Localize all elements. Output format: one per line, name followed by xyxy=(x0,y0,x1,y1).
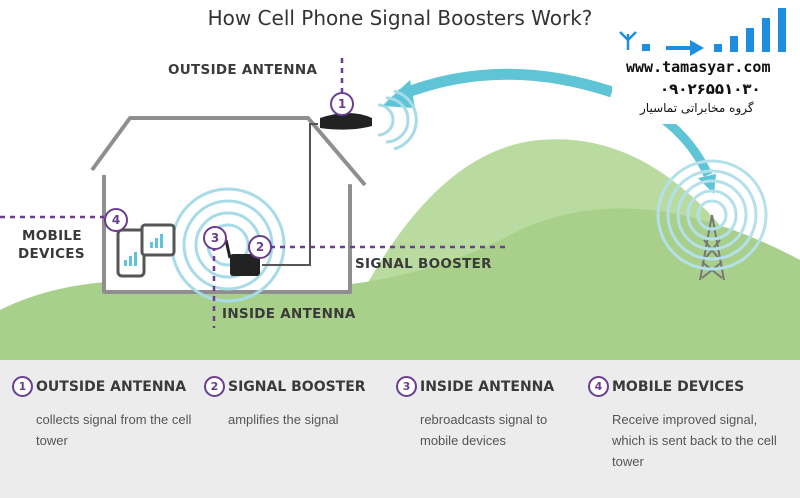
page-title: How Cell Phone Signal Boosters Work? xyxy=(207,6,593,30)
cable xyxy=(262,123,318,266)
brand-name: گروه مخابراتی تماسیار xyxy=(640,101,754,115)
outside-antenna-icon xyxy=(320,113,372,130)
marker-3: 3 xyxy=(203,226,227,250)
marker-2: 2 xyxy=(248,235,272,259)
brand-block: www.tamasyar.com ۰۹۰۲۶۵۵۱۰۳۰ گروه مخابرا… xyxy=(612,0,800,124)
phone-icon xyxy=(116,228,146,278)
legend-desc: amplifies the signal xyxy=(228,412,339,427)
tablet-bars-icon xyxy=(150,234,163,248)
legend-number: 2 xyxy=(204,376,225,397)
tower-arrow-signal-bars-icon xyxy=(619,8,786,56)
brand-phone: ۰۹۰۲۶۵۵۱۰۳۰ xyxy=(660,80,761,98)
legend-title: OUTSIDE ANTENNA xyxy=(36,378,187,395)
legend-title: SIGNAL BOOSTER xyxy=(228,378,366,395)
legend-title: MOBILE DEVICES xyxy=(612,378,745,395)
house xyxy=(90,116,367,294)
label-signal-booster: SIGNAL BOOSTER xyxy=(355,256,492,272)
label-devices: DEVICES xyxy=(18,246,85,262)
legend-number: 3 xyxy=(396,376,417,397)
signal-arrow xyxy=(397,68,614,101)
label-mobile: MOBILE xyxy=(22,228,82,244)
leader-lines xyxy=(0,58,510,328)
marker-1: 1 xyxy=(330,92,354,116)
diagram: How Cell Phone Signal Boosters Work? OUT… xyxy=(0,0,800,360)
legend-title: INSIDE ANTENNA xyxy=(420,378,555,395)
label-inside-antenna: INSIDE ANTENNA xyxy=(222,306,356,322)
brand-website: www.tamasyar.com xyxy=(626,58,771,76)
signal-booster-icon xyxy=(230,254,260,276)
legend-desc: rebroadcasts signal to mobile devices xyxy=(420,412,548,448)
return-arrow-head xyxy=(698,174,716,194)
front-hill xyxy=(0,208,800,360)
legend-number: 1 xyxy=(12,376,33,397)
tower-signal-waves xyxy=(656,159,768,271)
marker-4: 4 xyxy=(104,208,128,232)
legend-number: 4 xyxy=(588,376,609,397)
legend-desc: collects signal from the cell tower xyxy=(36,412,192,448)
booster-antenna xyxy=(224,239,232,259)
phone-bars-icon xyxy=(124,252,137,266)
label-outside-antenna: OUTSIDE ANTENNA xyxy=(168,62,318,78)
diagram-illustration xyxy=(0,58,800,360)
outside-antenna-waves xyxy=(377,89,418,151)
legend-desc: Receive improved signal, which is sent b… xyxy=(612,412,777,469)
